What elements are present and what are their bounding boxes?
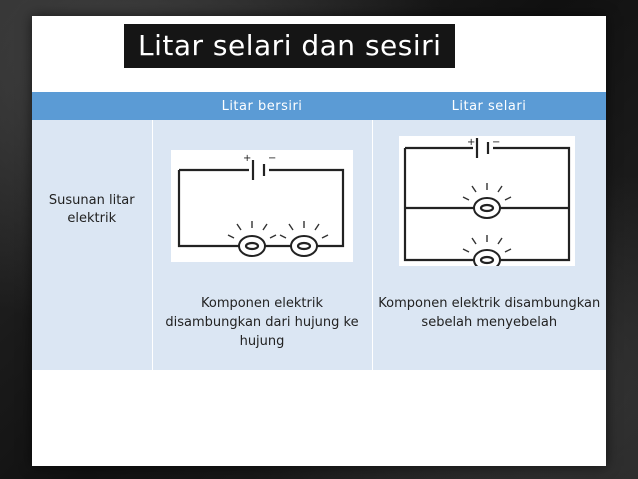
bulb-icon — [279, 221, 328, 257]
parallel-cell: + − — [372, 120, 606, 370]
header-series-circuit: Litar bersiri — [152, 92, 372, 120]
svg-text:+: + — [467, 137, 475, 148]
bulb-icon — [462, 235, 511, 271]
svg-text:−: − — [268, 153, 276, 164]
svg-text:+: + — [243, 153, 251, 164]
parallel-circuit-svg: + − — [403, 137, 570, 271]
header-parallel-circuit: Litar selari — [372, 92, 606, 120]
row-label-cell: Susunan litar elektrik — [32, 120, 153, 370]
table-row: Susunan litar elektrik + − — [32, 120, 606, 370]
slide-title: Litar selari dan sesiri — [124, 24, 456, 68]
comparison-table: Litar bersiri Litar selari Susunan litar… — [32, 92, 606, 370]
svg-text:−: − — [492, 137, 500, 148]
parallel-circuit-diagram: + − — [398, 136, 575, 271]
row-label: Susunan litar elektrik — [48, 193, 135, 226]
series-circuit-diagram: + − — [170, 150, 353, 262]
header-empty — [32, 92, 152, 120]
table-header-row: Litar bersiri Litar selari — [32, 92, 606, 120]
bulb-icon — [227, 221, 276, 257]
series-cell: + − — [152, 120, 373, 370]
series-circuit-svg: + − — [177, 153, 344, 257]
bulb-icon — [462, 183, 511, 219]
series-description: Komponen elektrik disambungkan dari huju… — [165, 296, 359, 349]
parallel-description: Komponen elektrik disambungkan sebelah m… — [378, 296, 601, 330]
